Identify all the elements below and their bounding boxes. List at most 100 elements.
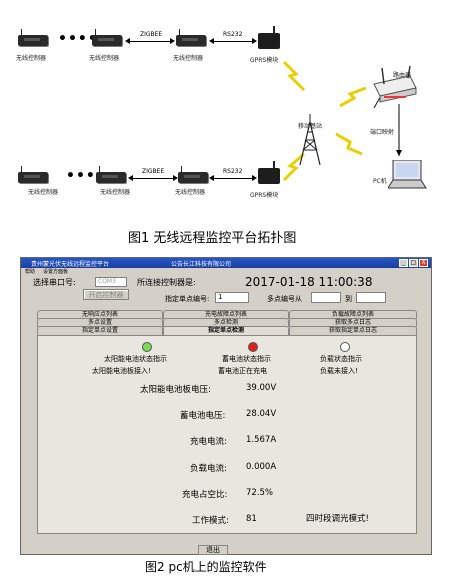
zigbee-link: [129, 41, 171, 42]
solar-status-title: 太阳能电池状态指示: [104, 355, 167, 363]
exit-button[interactable]: 退出: [198, 545, 228, 555]
multi-node-to-input[interactable]: [356, 292, 386, 303]
tab-single-setting[interactable]: 指定单点设置: [37, 326, 163, 335]
ellipsis-dots: ••••: [66, 168, 106, 184]
lightning-icon: [282, 60, 306, 92]
controller-label: 无线控制器: [28, 189, 59, 196]
gprs-label: GPRS模块: [250, 192, 279, 199]
lightning-icon: [282, 152, 305, 182]
router-pc-link: [396, 104, 402, 156]
battery-led-icon: [248, 342, 258, 352]
lightning-icon: [335, 132, 363, 156]
rs232-link: [213, 178, 253, 179]
controller-label: 无线控制器: [16, 55, 47, 62]
lightning-icon: [339, 86, 367, 108]
solar-voltage-value: 39.00V: [246, 383, 277, 393]
open-controller-button[interactable]: 开启控制器: [83, 289, 129, 300]
close-button[interactable]: X: [419, 259, 428, 267]
single-node-input[interactable]: 1: [215, 292, 249, 303]
multi-node-from-label: 多点编号从: [267, 295, 302, 303]
controller-label: 无线控制器: [89, 55, 120, 62]
gprs-label: GPRS模块: [250, 57, 279, 64]
wireless-controller-5: [96, 166, 126, 183]
single-detect-panel: 太阳能电池状态指示 太阳能电池板接入! 蓄电池状态指示 蓄电池正在充电 负载状态…: [37, 335, 417, 534]
menu-help[interactable]: 帮助: [25, 269, 36, 275]
duty-cycle-value: 72.5%: [246, 488, 274, 498]
wireless-controller-6: [178, 166, 208, 183]
duty-cycle-label: 充电占空比:: [182, 490, 228, 500]
arrow-left-icon: [128, 175, 133, 181]
arrow-left-icon: [209, 38, 214, 44]
rs232-link: [213, 41, 253, 42]
port-mapping-label: 端口映射: [370, 129, 395, 136]
battery-voltage-value: 28.04V: [246, 409, 277, 419]
router-label: 路由器: [393, 72, 412, 79]
tab-charge-fault[interactable]: 充电故障点列表: [163, 310, 289, 319]
solar-voltage-label: 太阳能电池板电压:: [140, 385, 211, 395]
company-name: 公告长江科技有限公司: [171, 261, 232, 268]
arrow-left-icon: [125, 38, 130, 44]
load-status-title: 负载状态指示: [320, 355, 362, 363]
arrow-right-icon: [173, 175, 178, 181]
wireless-controller-3: [176, 29, 206, 46]
ellipsis-dots: ••••: [58, 31, 98, 47]
tab-no-response[interactable]: 无响应点列表: [37, 310, 163, 319]
load-current-label: 负载电流:: [190, 464, 227, 474]
charge-current-value: 1.567A: [246, 435, 277, 445]
datetime-display: 2017-01-18 11:00:38: [245, 275, 373, 289]
solar-led-icon: [142, 342, 152, 352]
load-current-value: 0.000A: [246, 462, 277, 472]
zigbee-label: ZIGBEE: [140, 31, 163, 38]
wireless-signal-svg: [282, 60, 383, 182]
gprs-module: [258, 161, 280, 184]
serial-port-label: 选择串口号:: [33, 278, 76, 287]
tower-label: 移动基站: [298, 123, 323, 130]
multi-node-from-input[interactable]: [311, 292, 341, 303]
battery-status-title: 蓄电池状态指示: [222, 355, 271, 363]
dimming-mode-text: 四时段调光模式!: [306, 514, 369, 524]
tab-load-fault[interactable]: 负载故障点列表: [289, 310, 417, 319]
figure1-caption: 图1 无线远程监控平台拓扑图: [128, 231, 297, 246]
serial-port-select[interactable]: COM3: [95, 277, 127, 287]
solar-status-text: 太阳能电池板接入!: [92, 367, 151, 375]
arrow-right-icon: [252, 175, 257, 181]
monitor-window: 贵州蒙光伏无线远程监控平台 公告长江科技有限公司 _ □ X 帮助 设置方面板 选…: [20, 257, 432, 555]
tab-multi-setting[interactable]: 多点设置: [37, 318, 163, 327]
tab-single-detect[interactable]: 指定单点检测: [163, 326, 289, 335]
zigbee-link: [132, 178, 174, 179]
zigbee-label: ZIGBEE: [142, 168, 165, 175]
laptop-icon: [388, 160, 427, 189]
minimize-button[interactable]: _: [399, 259, 408, 267]
load-status-text: 负载未接入!: [320, 367, 358, 375]
multi-node-to-label: 到: [345, 295, 352, 303]
pc-label: PC机: [373, 178, 387, 185]
wireless-controller-2: [92, 29, 122, 46]
controller-label: 无线控制器: [173, 55, 204, 62]
work-mode-value: 81: [246, 514, 257, 524]
menu-settings[interactable]: 设置方面板: [43, 269, 69, 275]
battery-status-text: 蓄电池正在充电: [218, 367, 267, 375]
connected-controller-label: 所连接控制器是:: [137, 278, 196, 287]
rs232-label: RS232: [223, 31, 243, 38]
title-bar: 贵州蒙光伏无线远程监控平台 公告长江科技有限公司 _ □ X: [21, 258, 431, 268]
wireless-controller-4: [18, 166, 48, 183]
battery-voltage-label: 蓄电池电压:: [180, 411, 226, 421]
tab-multi-detect[interactable]: 多点检测: [163, 318, 289, 327]
charge-current-label: 充电电流:: [190, 437, 227, 447]
work-mode-label: 工作模式:: [192, 516, 229, 526]
tab-multi-log[interactable]: 获取多点日志: [289, 318, 417, 327]
arrow-left-icon: [209, 175, 214, 181]
load-led-icon: [340, 342, 350, 352]
menu-bar: 帮助 设置方面板: [21, 268, 431, 276]
maximize-button[interactable]: □: [409, 259, 418, 267]
rs232-label: RS232: [223, 168, 243, 175]
single-node-label: 指定单点编号:: [165, 295, 210, 303]
controller-label: 无线控制器: [175, 189, 206, 196]
cell-tower-icon: [299, 114, 321, 166]
arrow-right-icon: [252, 38, 257, 44]
arrow-right-icon: [170, 38, 175, 44]
tab-single-log[interactable]: 获取指定单点日志: [289, 326, 417, 335]
router-icon: [373, 66, 417, 103]
gprs-module: [258, 26, 280, 49]
figure2-caption: 图2 pc机上的监控软件: [145, 560, 267, 574]
